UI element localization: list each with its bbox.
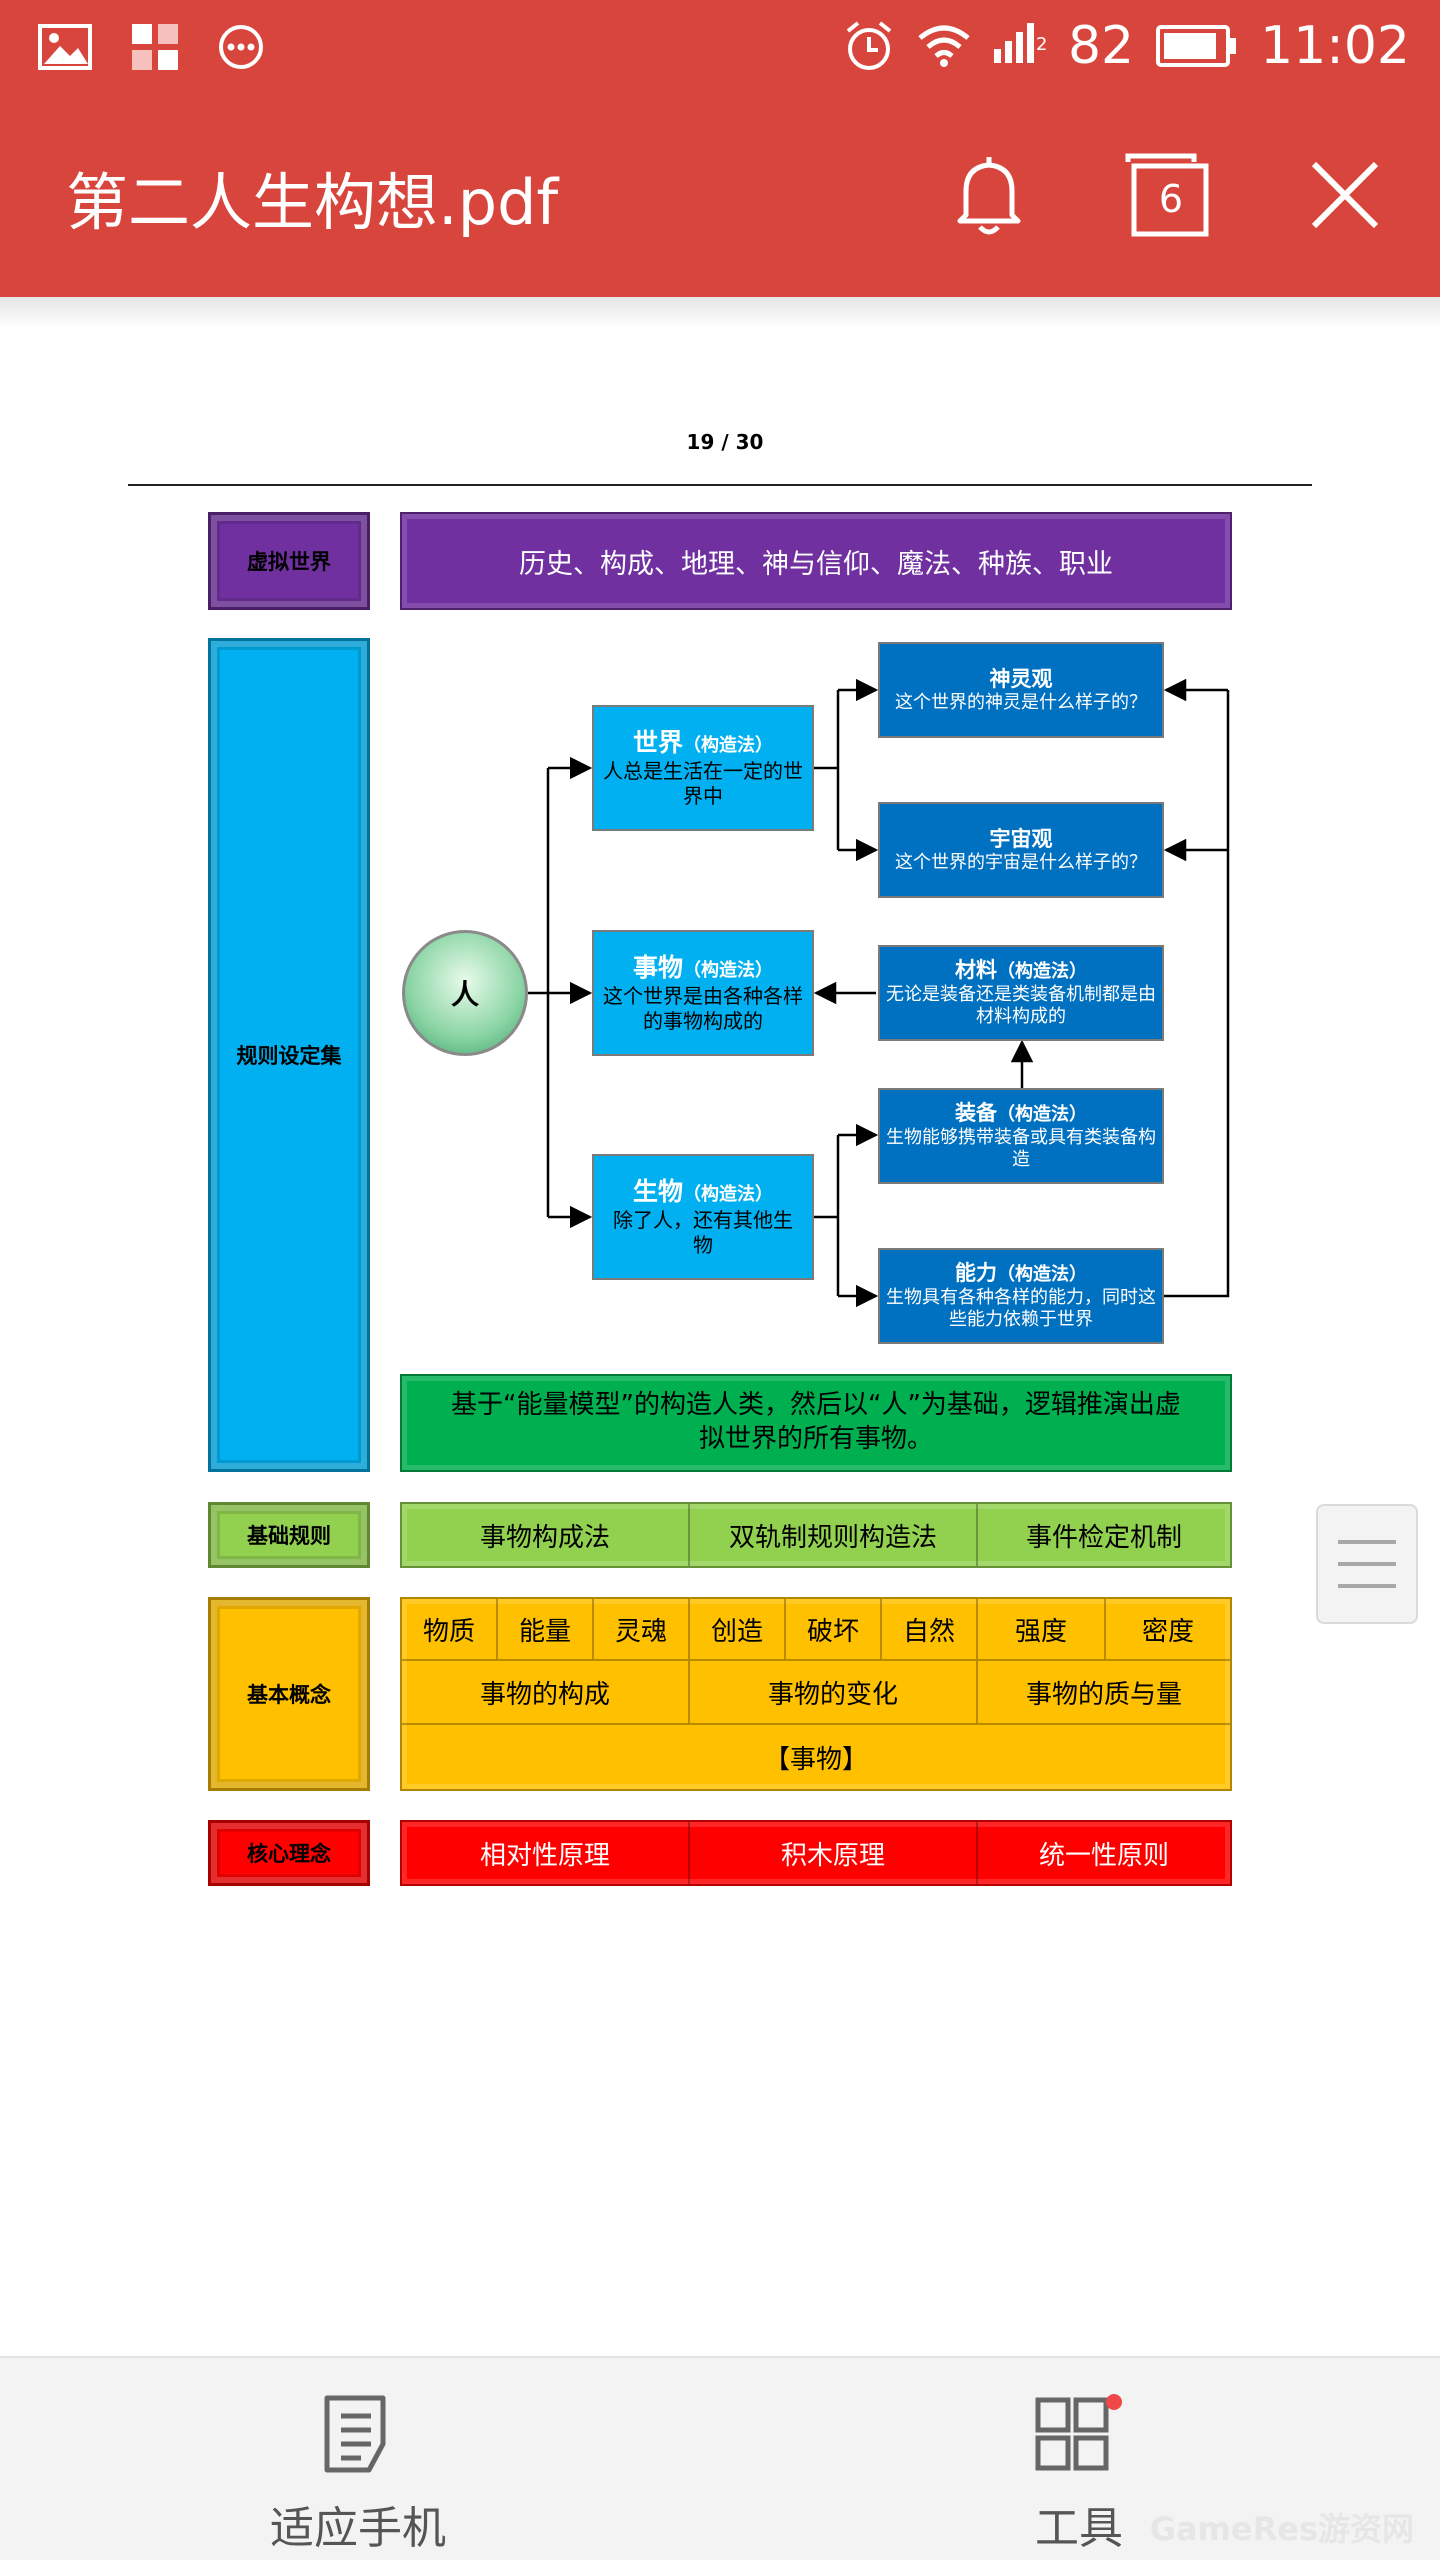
clock: 11:02 (1260, 16, 1410, 76)
concept-item: 能量 (498, 1599, 594, 1661)
core-idea-item: 统一性原则 (1038, 1840, 1169, 1871)
fit-phone-button[interactable]: 适应手机 (270, 2394, 446, 2556)
app-header: 2 82 11:02 第二人生构想.pdf 6 (0, 0, 1440, 297)
alarm-icon (846, 21, 892, 70)
equipment-title: 装备 (955, 1101, 997, 1126)
app-actions: 6 (954, 152, 1380, 238)
concept-item: 物质 (402, 1599, 498, 1661)
signal-indicator: 2 (993, 16, 1048, 76)
battery-icon (1156, 25, 1237, 67)
tabs-button[interactable]: 6 (1124, 152, 1210, 238)
cosmos-title: 宇宙观 (989, 826, 1053, 851)
material-node: 材料（构造法） 无论是装备还是类装备机制都是由材料构成的 (878, 945, 1164, 1041)
cosmos-node: 宇宙观 这个世界的宇宙是什么样子的？ (878, 802, 1164, 898)
deity-title: 神灵观 (989, 666, 1053, 691)
things-desc: 这个世界是由各种各样的事物构成的 (603, 983, 803, 1033)
tab-count: 6 (1158, 177, 1184, 221)
concept-item: 灵魂 (594, 1599, 690, 1661)
watermark: GameRes游资网 (1149, 2510, 1414, 2548)
basic-concepts-label: 基本概念 (208, 1597, 370, 1791)
concept-item: 创造 (690, 1599, 786, 1661)
concept-item: 破坏 (786, 1599, 882, 1661)
material-method: （构造法） (997, 961, 1087, 983)
things-node: 事物（构造法） 这个世界是由各种各样的事物构成的 (592, 930, 814, 1056)
rules-summary: 基于“能量模型”的构造人类，然后以“人”为基础，逻辑推演出虚拟世界的所有事物。 (400, 1374, 1232, 1472)
concept-item: 自然 (882, 1599, 978, 1661)
material-desc: 无论是装备还是类装备机制都是由材料构成的 (886, 983, 1156, 1028)
tabs-icon (1125, 153, 1209, 237)
signal-icon (993, 23, 1034, 63)
notification-icons (38, 24, 264, 70)
header-shadow (0, 297, 1440, 327)
creatures-title: 生物 (632, 1177, 683, 1207)
ability-node: 能力（构造法） 生物具有各种各样的能力，同时这些能力依赖于世界 (878, 1248, 1164, 1344)
basic-rules-row: 事物构成法 双轨制规则构造法 事件检定机制 (400, 1502, 1232, 1568)
document-lines-icon (324, 2395, 386, 2473)
concept-item: 密度 (1106, 1599, 1230, 1661)
deity-desc: 这个世界的神灵是什么样子的？ (895, 691, 1147, 713)
things-method: （构造法） (683, 960, 773, 982)
concept-group: 事物的构成 (402, 1661, 690, 1725)
human-node: 人 (402, 930, 528, 1056)
floating-menu-button[interactable] (1316, 1504, 1418, 1624)
basic-concepts-grid: 物质 能量 灵魂 创造 破坏 自然 强度 密度 事物的构成 事物的变化 事物的质… (400, 1597, 1232, 1791)
tools-grid-icon (1035, 2394, 1122, 2471)
concept-root: 【事物】 (763, 1744, 868, 1775)
equipment-desc: 生物能够携带装备或具有类装备构造 (886, 1126, 1156, 1171)
more-notification-icon (219, 25, 263, 69)
core-ideas-label: 核心理念 (208, 1820, 370, 1886)
menu-line-icon (1338, 1562, 1396, 1566)
app-grid-notification-icon (132, 24, 178, 70)
image-notification-icon (38, 24, 92, 70)
close-icon[interactable] (1310, 160, 1380, 230)
concept-group: 事物的变化 (690, 1661, 978, 1725)
creatures-desc: 除了人，还有其他生物 (613, 1207, 793, 1257)
bottom-toolbar: 适应手机 工具 GameRes游资网 (0, 2356, 1440, 2560)
page-indicator: 19 / 30 (686, 430, 764, 454)
menu-line-icon (1338, 1584, 1396, 1588)
world-title: 世界 (632, 728, 683, 758)
menu-line-icon (1338, 1540, 1396, 1544)
basic-rule-item: 双轨制规则构造法 (690, 1504, 978, 1566)
core-ideas-row: 相对性原理 积木原理 统一性原则 (400, 1820, 1232, 1886)
header-rule (128, 484, 1312, 486)
ability-title: 能力 (955, 1261, 997, 1286)
concept-item: 强度 (978, 1599, 1106, 1661)
cosmos-desc: 这个世界的宇宙是什么样子的？ (895, 851, 1147, 873)
rules-set-label: 规则设定集 (208, 638, 370, 1472)
world-method: （构造法） (683, 735, 773, 757)
creatures-node: 生物（构造法） 除了人，还有其他生物 (592, 1154, 814, 1280)
equipment-method: （构造法） (997, 1104, 1087, 1126)
things-title: 事物 (632, 953, 683, 983)
material-title: 材料 (955, 958, 997, 983)
deity-node: 神灵观 这个世界的神灵是什么样子的？ (878, 642, 1164, 738)
concept-group: 事物的质与量 (978, 1661, 1230, 1725)
world-desc: 人总是生活在一定的世界中 (603, 758, 803, 808)
system-status: 2 82 11:02 (844, 16, 1410, 76)
ability-method: （构造法） (997, 1264, 1087, 1286)
wifi-icon (918, 25, 970, 67)
basic-rules-label: 基础规则 (208, 1502, 370, 1568)
basic-rule-item: 事物构成法 (402, 1504, 690, 1566)
creatures-method: （构造法） (683, 1184, 773, 1206)
fit-phone-label: 适应手机 (270, 2503, 446, 2554)
core-idea-item: 相对性原理 (402, 1822, 690, 1884)
status-bar: 2 82 11:02 (0, 0, 1440, 100)
equipment-node: 装备（构造法） 生物能够携带装备或具有类装备构造 (878, 1088, 1164, 1184)
basic-rule-item: 事件检定机制 (1025, 1522, 1182, 1553)
document-title: 第二人生构想.pdf (66, 166, 559, 239)
tools-label: 工具 (1035, 2503, 1123, 2554)
signal-sim-label: 2 (1035, 34, 1048, 55)
battery-level: 82 (1067, 16, 1135, 76)
core-idea-item: 积木原理 (690, 1822, 978, 1884)
world-node: 世界（构造法） 人总是生活在一定的世界中 (592, 705, 814, 831)
bell-icon[interactable] (954, 155, 1024, 235)
tools-button[interactable]: 工具 (1034, 2394, 1124, 2556)
virtual-world-label: 虚拟世界 (208, 512, 370, 610)
virtual-world-content: 历史、构成、地理、神与信仰、魔法、种族、职业 (400, 512, 1232, 610)
ability-desc: 生物具有各种各样的能力，同时这些能力依赖于世界 (886, 1286, 1156, 1331)
